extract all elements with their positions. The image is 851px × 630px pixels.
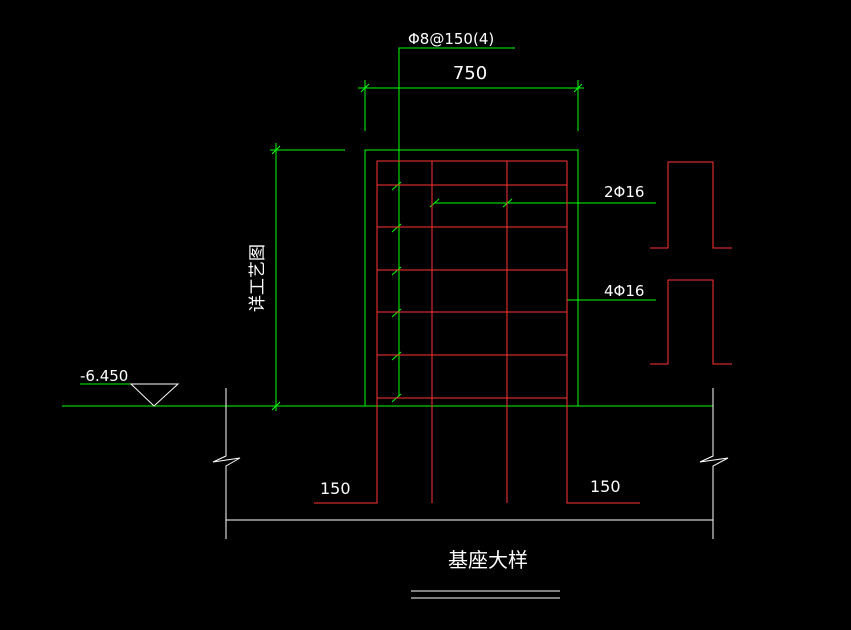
stirrup-outer <box>376 160 568 399</box>
pedestal-outline <box>364 149 579 407</box>
left-anchor-bar <box>314 161 378 504</box>
right-anchor-bar <box>566 161 640 504</box>
rebar-cage <box>314 160 732 504</box>
top-bar-schematic <box>650 161 732 249</box>
top-bar-label: 2Φ16 <box>604 183 644 201</box>
side-bar-schematic <box>650 279 732 365</box>
stirrup-hook-ticks <box>391 181 513 403</box>
right-anchor-dim: 150 <box>590 477 621 496</box>
stirrup-label: Φ8@150(4) <box>408 30 494 48</box>
width-dim-label: 750 <box>453 63 487 84</box>
left-anchor-dim: 150 <box>320 479 351 498</box>
height-dim-label: 详工艺图 <box>248 244 268 312</box>
right-break-line <box>699 388 729 539</box>
drawing-title: 基座大样 <box>448 548 528 572</box>
left-break-line <box>212 388 241 539</box>
side-bar-label: 4Φ16 <box>604 282 644 300</box>
elevation-triangle <box>129 383 180 407</box>
elevation-label: -6.450 <box>80 367 128 385</box>
height-dimension <box>270 143 345 411</box>
stirrup-leader <box>398 47 515 396</box>
width-dimension <box>358 80 584 131</box>
